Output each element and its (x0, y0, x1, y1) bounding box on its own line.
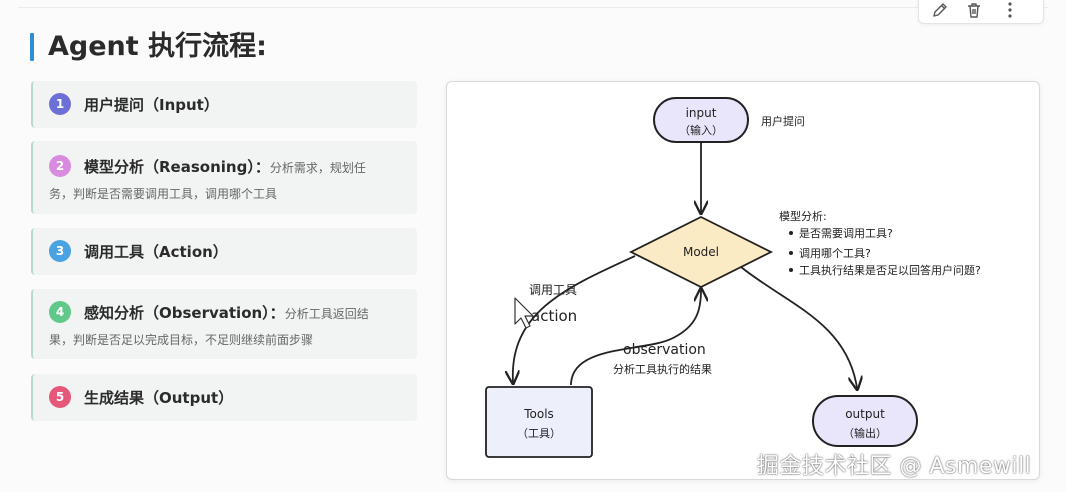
step-description-cont: 务，判断是否需要调用工具，调用哪个工具 (49, 187, 278, 201)
step-item-reasoning[interactable]: 2 模型分析（Reasoning）：分析需求，规划任 务，判断是否需要调用工具，… (31, 141, 417, 214)
input-node-label: input (686, 106, 717, 120)
flow-diagram: input （输入） 用户提问 Model 模型分析: 是否需要调用工具? 调用… (446, 81, 1040, 480)
step-heading-row: 感知分析（Observation）：分析工具返回结 (84, 302, 369, 323)
arrow-action (513, 255, 636, 382)
step-item-input[interactable]: 1 用户提问（Input） (31, 81, 417, 128)
step-number-badge: 5 (49, 386, 71, 408)
step-title: 感知分析（Observation）： (84, 304, 285, 322)
page-title: Agent 执行流程: (48, 31, 267, 62)
bullet-dot (789, 251, 793, 255)
model-note-bullet: 工具执行结果是否足以回答用户问题? (799, 263, 981, 277)
step-number-badge: 4 (49, 301, 71, 323)
action-label-cn: 调用工具 (529, 283, 577, 297)
model-note-title: 模型分析: (779, 209, 827, 223)
step-item-action[interactable]: 3 调用工具（Action） (31, 228, 417, 275)
bullet-dot (789, 268, 793, 272)
step-heading-row: 模型分析（Reasoning）：分析需求，规划任 (84, 156, 366, 177)
more-vertical-icon[interactable] (999, 0, 1021, 21)
input-node (653, 97, 749, 143)
observation-label-cn: 分析工具执行的结果 (613, 362, 712, 376)
input-note: 用户提问 (761, 114, 805, 128)
model-note-bullet: 是否需要调用工具? (799, 227, 893, 240)
bullet-dot (789, 231, 793, 235)
block-toolbar (918, 0, 1044, 24)
step-title: 模型分析（Reasoning）： (84, 158, 270, 176)
step-number-badge: 3 (49, 240, 71, 262)
model-node (628, 215, 774, 289)
arrow-model-to-output (740, 266, 857, 388)
output-node-sublabel: （输出） (843, 426, 887, 440)
step-title: 调用工具（Action） (84, 243, 228, 261)
step-number-badge: 2 (49, 155, 71, 177)
output-node (812, 395, 918, 447)
output-node-label: output (845, 407, 885, 421)
step-description: 分析工具返回结 (284, 307, 369, 321)
flow-diagram-svg: input （输入） 用户提问 Model 模型分析: 是否需要调用工具? 调用… (485, 97, 981, 458)
tools-node (485, 386, 593, 458)
step-description-cont: 果，判断是否足以完成目标，不足则继续前面步骤 (49, 333, 314, 347)
mouse-cursor-icon (514, 297, 534, 329)
tools-node-sublabel: （工具） (517, 427, 561, 440)
step-description: 分析需求，规划任 (269, 161, 366, 175)
trash-icon[interactable] (963, 0, 985, 21)
pencil-icon[interactable] (929, 0, 951, 21)
title-accent-bar (30, 33, 34, 61)
top-divider (18, 7, 1048, 8)
model-note-bullet: 调用哪个工具? (799, 247, 871, 260)
watermark: 掘金技术社区 @ Asmewill (757, 454, 1032, 479)
action-label-en: action (531, 307, 577, 325)
step-item-observation[interactable]: 4 感知分析（Observation）：分析工具返回结 果，判断是否足以完成目标… (31, 289, 417, 359)
step-item-output[interactable]: 5 生成结果（Output） (31, 374, 417, 421)
step-title: 用户提问（Input） (84, 96, 219, 114)
observation-label-en: observation (623, 342, 706, 358)
tools-node-label: Tools (523, 407, 554, 421)
step-title: 生成结果（Output） (84, 389, 234, 407)
input-node-sublabel: （输入） (679, 123, 723, 137)
step-number-badge: 1 (49, 93, 71, 115)
arrow-observation (570, 290, 701, 386)
model-node-label: Model (683, 245, 719, 259)
